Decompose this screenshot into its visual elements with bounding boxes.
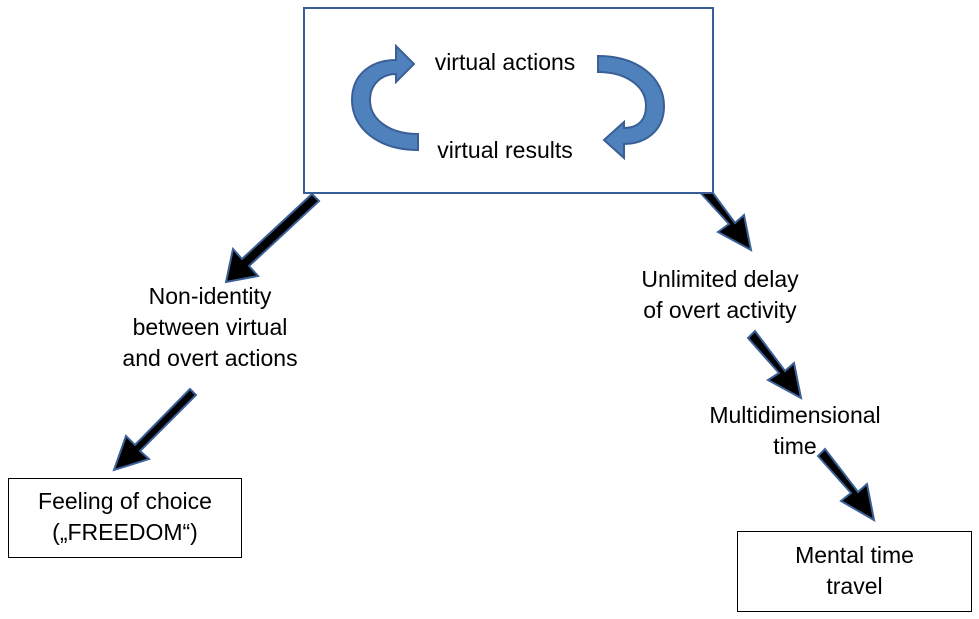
non-identity-text: Non-identity between virtual and overt a… bbox=[95, 281, 325, 374]
unlimited-delay-line-1: Unlimited delay bbox=[641, 266, 799, 292]
freedom-box bbox=[8, 478, 242, 558]
mental-time-travel-box bbox=[737, 531, 972, 612]
multidimensional-line-2: time bbox=[773, 433, 817, 459]
flow-arrow-top-to-left bbox=[224, 192, 321, 284]
flow-arrow-left-to-freedom bbox=[112, 387, 198, 472]
unlimited-delay-line-2: of overt activity bbox=[643, 297, 797, 323]
virtual-actions-label: virtual actions bbox=[434, 49, 576, 75]
flow-arrow-right-to-multidim bbox=[746, 329, 803, 400]
multidimensional-time-text: Multidimensional time bbox=[680, 400, 910, 462]
mental-time-travel-line-1: Mental time bbox=[795, 542, 914, 568]
multidimensional-line-1: Multidimensional bbox=[709, 402, 881, 428]
non-identity-line-3: and overt actions bbox=[122, 345, 298, 371]
non-identity-line-1: Non-identity bbox=[148, 283, 272, 309]
freedom-line-1: Feeling of choice bbox=[38, 488, 212, 514]
flow-arrow-multidim-to-mental bbox=[816, 447, 876, 522]
unlimited-delay-text: Unlimited delay of overt activity bbox=[610, 264, 830, 326]
freedom-text: Feeling of choice („FREEDOM“) bbox=[8, 486, 242, 548]
mental-time-travel-line-2: travel bbox=[826, 573, 883, 599]
non-identity-line-2: between virtual bbox=[132, 314, 288, 340]
freedom-line-2: („FREEDOM“) bbox=[52, 519, 198, 545]
mental-time-travel-text: Mental time travel bbox=[737, 540, 972, 602]
virtual-results-label: virtual results bbox=[437, 137, 573, 163]
